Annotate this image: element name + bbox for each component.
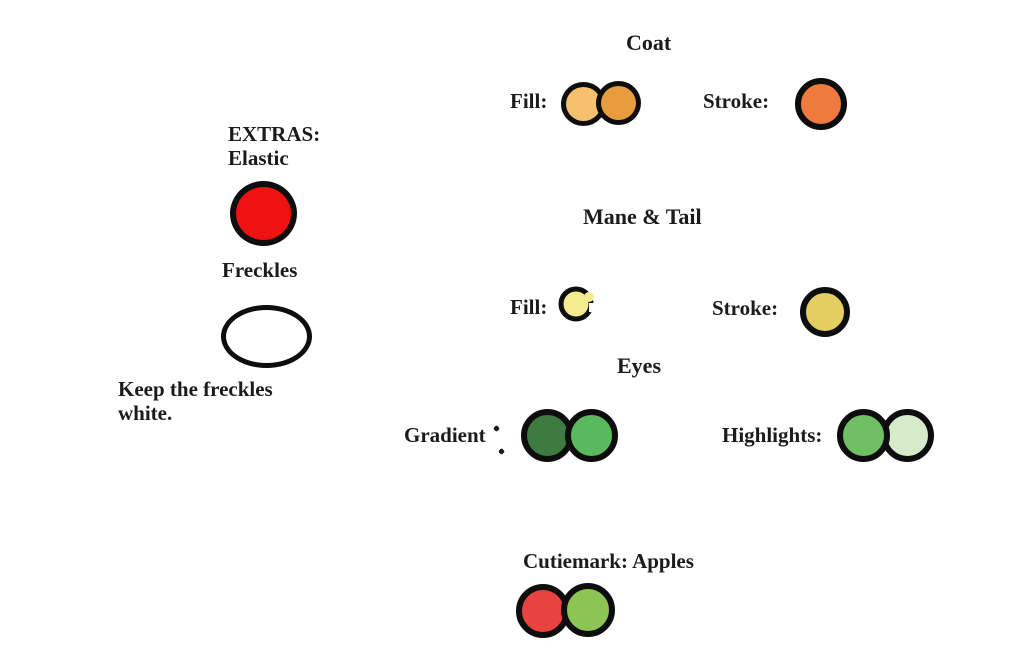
freckles-label: Freckles <box>222 258 298 282</box>
coat-stroke-swatch <box>795 78 847 130</box>
coat-stroke-label: Stroke: <box>703 89 770 113</box>
freckles-note-line2: white. <box>118 401 173 425</box>
eyes-gradient-label: Gradient <box>404 423 486 447</box>
coat-fill-swatch-dark <box>596 81 641 125</box>
mane-fill-notch <box>589 303 599 312</box>
extras-item-label: Elastic <box>228 146 289 170</box>
cutiemark-section-title: Cutiemark: Apples <box>523 549 694 573</box>
freckles-note-line1: Keep the freckles <box>118 377 273 401</box>
freckles-color-swatch <box>221 305 312 368</box>
coat-section-title: Coat <box>626 30 672 55</box>
eyes-highlights-label: Highlights: <box>722 423 823 447</box>
mane-stroke-swatch <box>800 287 850 337</box>
mane-fill-bump <box>584 292 594 302</box>
elastic-color-swatch <box>230 181 297 246</box>
gradient-colon-dot-bottom <box>497 447 506 456</box>
extras-title: EXTRAS: <box>228 122 321 146</box>
eyes-section-title: Eyes <box>617 353 661 378</box>
cutiemark-swatch-green <box>561 583 615 637</box>
eyes-highlight-swatch-green <box>837 409 890 462</box>
mane-fill-swatch <box>558 286 599 322</box>
coat-fill-label: Fill: <box>510 89 548 113</box>
eyes-gradient-swatch-light <box>565 409 618 462</box>
mane-tail-section-title: Mane & Tail <box>583 204 702 229</box>
mane-stroke-label: Stroke: <box>712 296 779 320</box>
gradient-colon-dot-top <box>492 424 501 433</box>
mane-fill-label: Fill: <box>510 295 548 319</box>
